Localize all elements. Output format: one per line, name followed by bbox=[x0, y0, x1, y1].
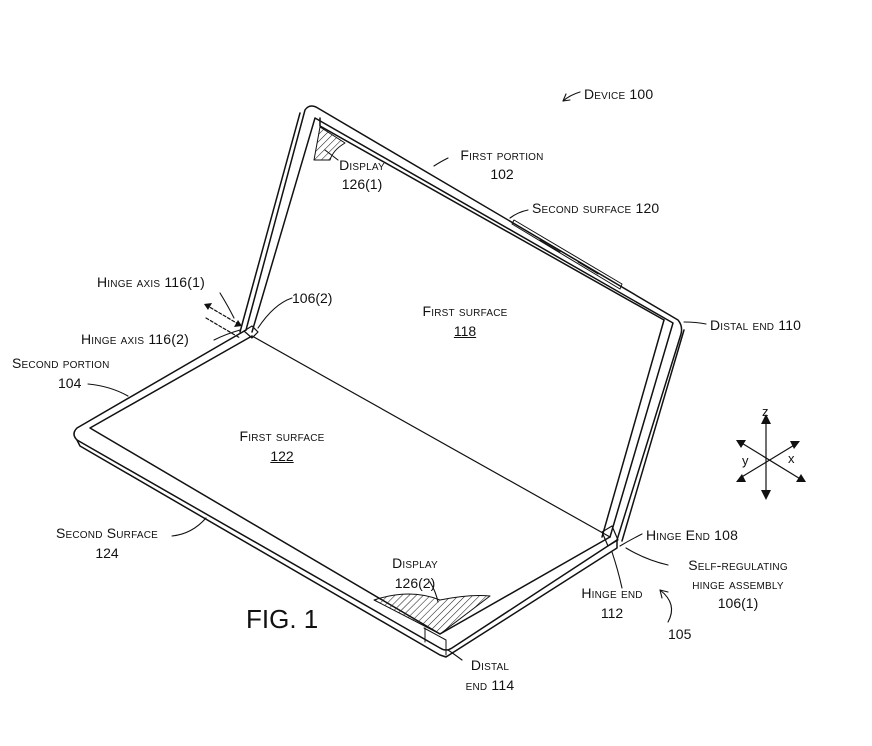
label-first-portion-num: 102 bbox=[450, 166, 554, 182]
label-hinge-end-112: Hinge end bbox=[570, 585, 654, 601]
label-hinge-axis-1: Hinge axis 116(1) bbox=[97, 274, 205, 290]
figure-label: FIG. 1 bbox=[246, 604, 318, 635]
label-first-surface-122: First surface bbox=[220, 428, 344, 444]
label-first-surface-118: First surface bbox=[405, 303, 525, 319]
label-first-portion: First portion bbox=[450, 147, 554, 163]
label-display-2: Display bbox=[382, 555, 448, 571]
label-device-100: Device 100 bbox=[584, 86, 653, 102]
label-distal-end-114: Distal bbox=[450, 657, 530, 673]
label-second-portion: Second portion bbox=[12, 355, 110, 371]
label-display-1: Display bbox=[332, 157, 392, 173]
label-distal-end-114-num: end 114 bbox=[450, 677, 530, 693]
label-second-surface-124-num: 124 bbox=[40, 545, 174, 561]
label-hinge-end-108: Hinge End 108 bbox=[646, 527, 738, 543]
label-106-2: 106(2) bbox=[292, 290, 332, 306]
label-second-portion-num: 104 bbox=[58, 375, 81, 391]
label-display-1-num: 126(1) bbox=[332, 176, 392, 192]
display-126-2-region bbox=[374, 594, 490, 634]
label-second-surface-120: Second surface 120 bbox=[532, 200, 659, 216]
axis-x-label: x bbox=[788, 451, 795, 467]
hinge-axis-arrows bbox=[206, 305, 240, 338]
second-portion-frame bbox=[74, 326, 618, 657]
label-105: 105 bbox=[668, 626, 691, 642]
label-first-surface-118-num: 118 bbox=[405, 323, 525, 339]
axis-z-label: z bbox=[762, 404, 769, 420]
label-second-surface-124: Second Surface bbox=[40, 525, 174, 541]
label-hinge-end-112-num: 112 bbox=[570, 605, 654, 621]
label-display-2-num: 126(2) bbox=[382, 575, 448, 591]
label-first-surface-122-num: 122 bbox=[220, 448, 344, 464]
axis-y-label: y bbox=[742, 453, 749, 469]
label-hinge-axis-2: Hinge axis 116(2) bbox=[81, 331, 189, 347]
label-self-regulating-1: Self-regulating bbox=[668, 557, 808, 573]
label-self-regulating-3: 106(1) bbox=[668, 595, 808, 611]
label-self-regulating-2: hinge assembly bbox=[668, 576, 808, 592]
label-distal-end-110: Distal end 110 bbox=[710, 317, 801, 333]
